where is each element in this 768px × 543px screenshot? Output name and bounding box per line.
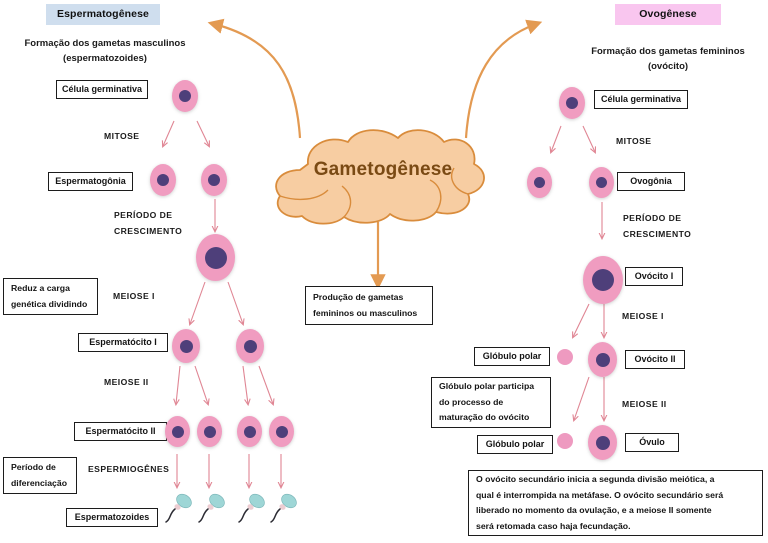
male-label-spermatozoa: Espermatozoides (66, 508, 158, 527)
male-note-differentiation-line1: Período de (11, 462, 56, 472)
output-box-line1: Produção de gametas (313, 292, 404, 302)
male-stage-growth-line2: CRESCIMENTO (114, 226, 183, 236)
spermatozoon-2 (196, 492, 230, 526)
male-subtitle-line2: (espermatozoides) (63, 53, 147, 64)
male-note-differentiation: Período de diferenciação (3, 457, 77, 494)
male-cell-spermatocyte-2-a (165, 416, 190, 447)
female-cell-oocyte-1 (583, 256, 623, 304)
nucleus (157, 174, 169, 186)
nucleus (243, 339, 257, 353)
female-label-polar-body-1: Glóbulo polar (474, 347, 550, 366)
male-note-meiosis-line2: genética dividindo (11, 298, 88, 309)
gametogenesis-cloud: Gametogênese (258, 124, 508, 228)
female-label-oocyte-1: Ovócito I (625, 267, 683, 286)
male-cell-germinal (172, 80, 198, 112)
nucleus (595, 435, 610, 450)
male-note-meiosis-reduction: Reduz a carga genética dividindo (3, 278, 98, 315)
nucleus (208, 174, 220, 186)
output-box: Produção de gametas femininos ou masculi… (305, 286, 433, 325)
female-stage-growth-line2: CRESCIMENTO (623, 229, 692, 239)
male-cell-spermatocyte-2-c (237, 416, 262, 447)
spermatozoon-4 (268, 492, 302, 526)
female-stage-meiosis-2: MEIOSE II (622, 399, 667, 409)
nucleus (275, 425, 288, 438)
female-subtitle-line2: (ovócito) (647, 61, 689, 72)
female-note-polar-body: Glóbulo polar participa do processo de m… (431, 377, 551, 428)
male-cell-spermatocyte-2-b (197, 416, 222, 447)
nucleus (243, 425, 256, 438)
male-cell-spermatogonia-2 (201, 164, 227, 196)
male-stage-growth-line1: PERÍODO DE (114, 210, 173, 220)
male-note-meiosis-line1: Reduz a carga (11, 283, 70, 293)
male-cell-spermatocyte-2-d (269, 416, 294, 447)
female-note-polar-line3: maturação do ovócito (439, 412, 530, 423)
male-stage-meiosis-2: MEIOSE II (104, 377, 149, 387)
header-oogenesis: Ovogênese (615, 4, 721, 25)
male-label-germinal-cell: Célula germinativa (56, 80, 148, 99)
nucleus (566, 97, 578, 109)
female-stage-growth-line1: PERÍODO DE (623, 213, 682, 223)
female-label-polar-body-2: Glóbulo polar (477, 435, 553, 454)
nucleus (203, 425, 216, 438)
cloud-title: Gametogênese (313, 159, 453, 180)
female-polar-body-1 (557, 349, 573, 365)
male-cell-spermatocyte-1-a (172, 329, 200, 363)
nucleus (179, 90, 191, 102)
female-label-germinal-cell: Célula germinativa (594, 90, 688, 109)
female-note-secondary-oocyte: O ovócito secundário inicia a segunda di… (468, 470, 763, 536)
male-cell-spermatogonia-1 (150, 164, 176, 196)
nucleus (596, 177, 607, 188)
female-cell-germinal (559, 87, 585, 119)
female-label-oogonia: Ovogônia (617, 172, 685, 191)
nucleus (595, 352, 610, 367)
nucleus (171, 425, 184, 438)
nucleus (204, 246, 227, 269)
spermatozoon-3 (236, 492, 270, 526)
female-cell-oocyte-2 (588, 342, 617, 377)
female-note-polar-line2: do processo de (439, 396, 504, 407)
male-note-differentiation-line2: diferenciação (11, 477, 68, 488)
nucleus (592, 269, 614, 291)
female-cell-oogonia-2 (589, 167, 614, 198)
male-stage-meiosis-1: MEIOSE I (113, 291, 155, 301)
female-stage-meiosis-1: MEIOSE I (622, 311, 664, 321)
male-subtitle-line1: Formação dos gametas masculinos (24, 38, 186, 49)
female-polar-body-2 (557, 433, 573, 449)
male-stage-spermiogenesis: ESPERMIOGÊNES (88, 464, 170, 474)
female-note-secondary-line3: liberado no momento da ovulação, e a mei… (476, 505, 712, 515)
female-subtitle-line1: Formação dos gametas femininos (591, 46, 745, 57)
female-stage-mitosis: MITOSE (616, 136, 652, 146)
male-cell-spermatocyte-1-b (236, 329, 264, 363)
female-label-oocyte-2: Ovócito II (625, 350, 685, 369)
female-label-ovum: Óvulo (625, 433, 679, 452)
nucleus (534, 177, 545, 188)
output-box-line2: femininos ou masculinos (313, 307, 418, 318)
female-note-polar-line1: Glóbulo polar participa (439, 381, 535, 392)
male-label-spermatocyte-1: Espermatócito I (78, 333, 168, 352)
female-note-secondary-line2: qual é interrompida na metáfase. O ovóci… (476, 489, 724, 500)
nucleus (179, 339, 193, 353)
male-label-spermatogonia: Espermatogônia (48, 172, 133, 191)
female-cell-oogonia-1 (527, 167, 552, 198)
male-label-spermatocyte-2: Espermatócito II (74, 422, 167, 441)
female-cell-ovum (588, 425, 617, 460)
male-stage-mitosis: MITOSE (104, 131, 140, 141)
male-cell-grown-spermatocyte (196, 234, 235, 281)
female-note-secondary-line4: será retomada caso haja fecundação. (476, 520, 631, 531)
spermatozoon-1 (163, 492, 197, 526)
female-note-secondary-line1: O ovócito secundário inicia a segunda di… (476, 474, 715, 484)
header-spermatogenesis: Espermatogênese (46, 4, 160, 25)
